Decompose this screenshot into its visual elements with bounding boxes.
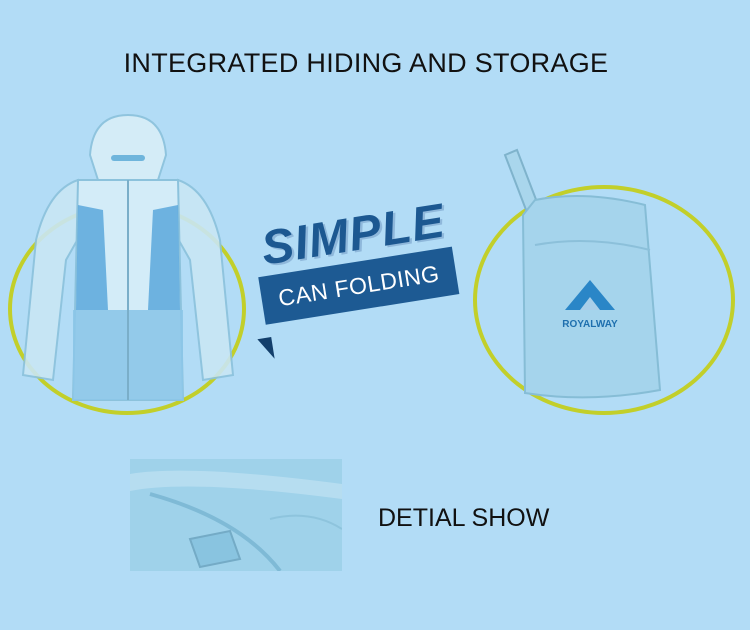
storage-pouch-image: ROYALWAY xyxy=(503,148,662,399)
pouch-brand-label: ROYALWAY xyxy=(562,319,618,330)
banner-fold-tail xyxy=(257,337,275,361)
jacket-image xyxy=(21,113,235,401)
detail-show-label: DETIAL SHOW xyxy=(378,504,550,532)
fabric-detail-image xyxy=(130,459,342,571)
section-heading: INTEGRATED HIDING AND STORAGE xyxy=(123,48,609,78)
right-highlight-ring xyxy=(473,185,735,415)
